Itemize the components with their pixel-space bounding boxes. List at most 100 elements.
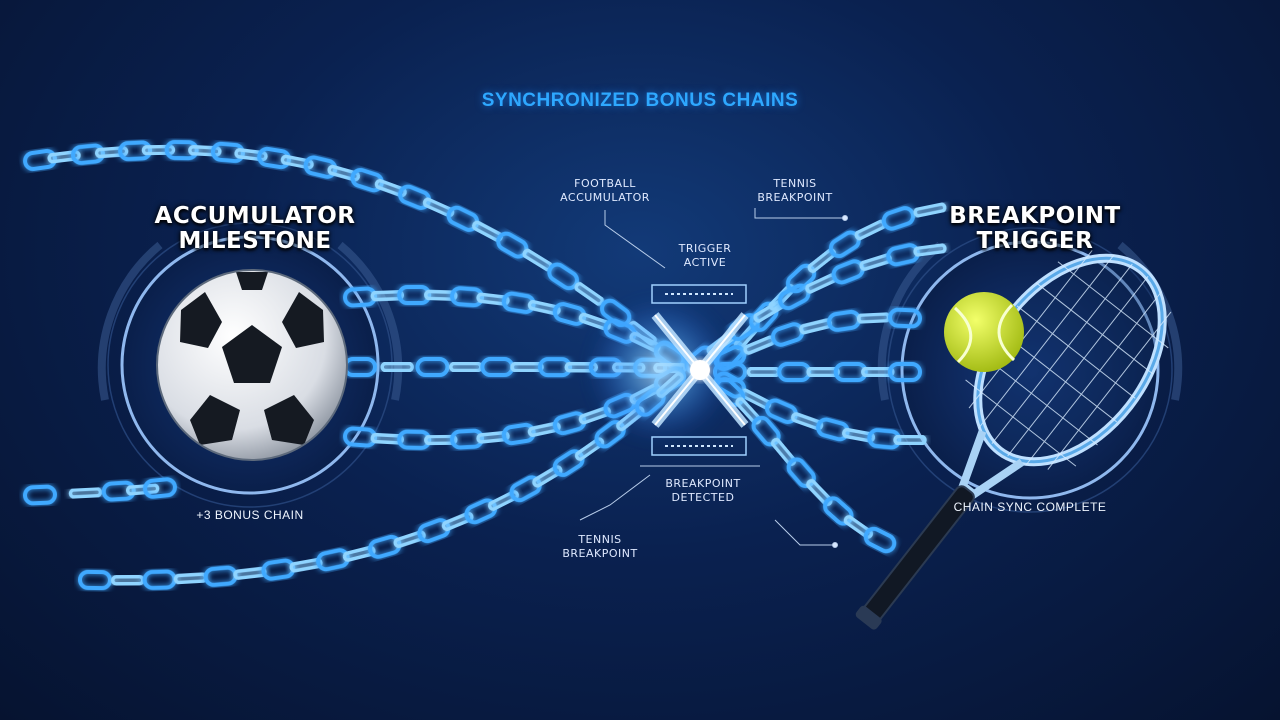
chain-link xyxy=(786,457,816,489)
chain-link xyxy=(867,428,902,450)
label-line: ACCUMULATOR xyxy=(560,191,650,204)
chain-link xyxy=(527,421,561,438)
label-line: TRIGGER xyxy=(678,242,732,255)
chain-link xyxy=(449,361,483,373)
chain-link xyxy=(805,273,837,294)
chain-link xyxy=(424,434,458,446)
chain-link xyxy=(141,144,176,156)
chain-link xyxy=(316,548,350,572)
chain-link xyxy=(510,361,544,373)
chain-link xyxy=(770,322,805,347)
chain-link xyxy=(552,449,585,477)
heading-line: TRIGGER xyxy=(976,228,1094,254)
chain-link xyxy=(888,307,922,329)
chain-link xyxy=(397,429,432,450)
chain-link xyxy=(417,518,451,544)
chain-link xyxy=(886,243,920,267)
label-line: BREAKPOINT xyxy=(757,191,833,204)
chain-link xyxy=(441,511,474,532)
breakpoint-trigger-heading: BREAKPOINT TRIGGER xyxy=(900,204,1170,254)
chain-link xyxy=(816,417,850,442)
chain-link xyxy=(501,291,536,314)
chain-link xyxy=(913,243,947,257)
chain-link xyxy=(233,566,267,580)
chain-sync-status: CHAIN SYNC COMPLETE xyxy=(953,500,1107,514)
chain-link xyxy=(210,141,245,163)
label-tennis-breakpoint-top: TENNIS BREAKPOINT xyxy=(740,177,850,205)
chain-link xyxy=(833,362,868,382)
chain-link xyxy=(380,361,414,373)
chain-link xyxy=(289,557,323,573)
chain-link xyxy=(574,437,605,461)
chain-link xyxy=(303,155,338,179)
label-line: DETECTED xyxy=(671,491,735,504)
chain-link xyxy=(450,286,485,308)
chain-link xyxy=(261,558,296,581)
chain-link xyxy=(368,534,402,559)
chain-link xyxy=(111,574,145,586)
chain-link xyxy=(552,302,587,326)
chain-link xyxy=(881,206,916,231)
chain-link xyxy=(78,569,112,591)
chain-link xyxy=(501,422,536,446)
chain-link xyxy=(422,197,455,218)
label-line: FOOTBALL xyxy=(574,177,636,190)
chain-link xyxy=(173,572,208,585)
chain-link xyxy=(777,361,812,383)
chain-link xyxy=(101,480,136,502)
chain-link xyxy=(913,202,947,218)
chain-link xyxy=(71,143,105,165)
chain-link xyxy=(47,150,81,164)
chain-link xyxy=(464,498,498,525)
label-line: TENNIS xyxy=(578,533,622,546)
bonus-chain-badge: +3 BONUS CHAIN xyxy=(196,508,304,522)
label-line: TENNIS xyxy=(773,177,817,190)
chain-link xyxy=(487,490,520,511)
chain-link xyxy=(370,289,405,302)
page-title: SYNCHRONIZED BONUS CHAINS xyxy=(481,90,799,111)
chain-link xyxy=(23,484,57,506)
chain-link xyxy=(791,412,824,431)
label-line: BREAKPOINT xyxy=(562,547,638,560)
chain-link xyxy=(424,289,458,301)
chain-link xyxy=(342,545,376,562)
chain-link xyxy=(327,164,361,182)
chain-link xyxy=(142,569,177,590)
chain-link xyxy=(370,432,405,445)
chain-link xyxy=(843,515,874,539)
chain-link xyxy=(203,565,238,587)
chain-link xyxy=(532,465,563,488)
chain-link xyxy=(164,139,199,161)
chain-link xyxy=(751,415,781,447)
chain-link xyxy=(450,428,485,450)
label-line: BREAKPOINT xyxy=(665,477,741,490)
tennis-racket-icon xyxy=(855,250,1172,630)
chain-link xyxy=(806,366,840,378)
chain-link xyxy=(257,146,292,170)
chain-link xyxy=(765,398,798,424)
chain-link xyxy=(393,530,426,548)
heading-line: ACCUMULATOR xyxy=(154,203,356,229)
label-tennis-breakpoint-bottom: TENNIS BREAKPOINT xyxy=(545,533,655,561)
chain-link xyxy=(823,496,854,526)
chain-link xyxy=(188,145,222,157)
chain-link xyxy=(861,366,895,378)
heading-line: MILESTONE xyxy=(178,228,332,254)
label-breakpoint-detected: BREAKPOINT DETECTED xyxy=(648,477,758,505)
label-football-accumulator: FOOTBALL ACCUMULATOR xyxy=(540,177,670,205)
chain-link xyxy=(735,397,762,425)
chain-link xyxy=(746,366,781,378)
chain-link xyxy=(863,526,897,554)
chain-link xyxy=(476,430,510,444)
chain-link xyxy=(446,205,480,232)
chain-link xyxy=(842,427,876,443)
chain-link xyxy=(799,318,833,335)
chain-link xyxy=(280,154,314,170)
chain-link xyxy=(552,411,587,436)
center-connector xyxy=(590,284,749,456)
chain-link xyxy=(527,299,561,316)
chain-link xyxy=(888,361,922,383)
chain-link xyxy=(94,146,129,159)
chain-link xyxy=(398,184,432,210)
